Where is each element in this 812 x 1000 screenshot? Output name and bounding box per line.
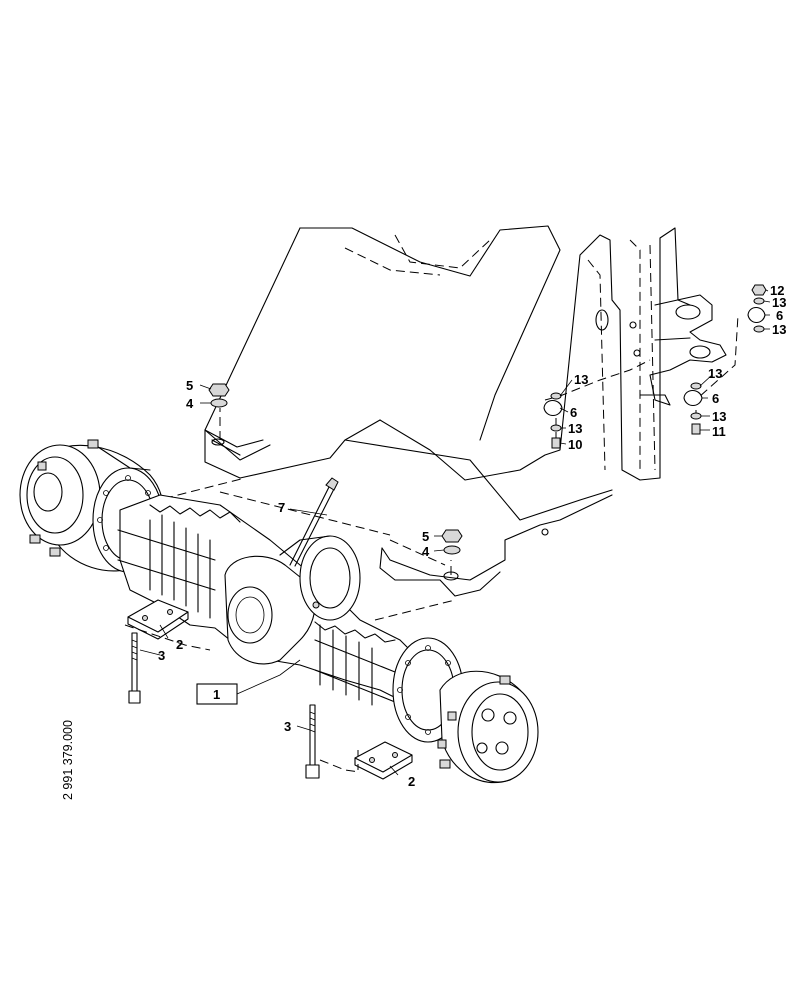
- callout-6-right-upper: 6: [776, 308, 783, 323]
- assembly-guide-lines: [124, 314, 739, 773]
- callout-1-box: [196, 683, 238, 705]
- callout-3-right: 3: [284, 719, 291, 734]
- callout-12: 12: [770, 283, 784, 298]
- part-3-bolt-left: [128, 632, 141, 704]
- callout-labels: 1 2 2 3 3 5 4 5 4 7 13 6 13 10 13 6 13 1…: [158, 283, 786, 789]
- hardware-group-right-lower: [683, 382, 703, 435]
- callout-leaders: [139, 289, 771, 776]
- callout-2-right: 2: [408, 774, 415, 789]
- axle-assembly: [19, 439, 539, 784]
- callout-13-middle-top: 13: [574, 372, 588, 387]
- part-2-clamp-plate-right: [354, 741, 413, 780]
- part-4-washer-lower: [443, 545, 461, 555]
- part-5-nut-lower: [441, 529, 463, 543]
- drawing-number: 2 991 379.000: [61, 720, 75, 800]
- callout-13-right-lower-top: 13: [708, 366, 722, 381]
- callout-7: 7: [278, 500, 285, 515]
- callout-1: 1: [213, 687, 220, 702]
- callout-6-middle: 6: [570, 405, 577, 420]
- hardware-group-middle: [543, 392, 563, 449]
- part-2-clamp-plate-left: [127, 599, 189, 640]
- right-wheel-hub: [392, 637, 539, 784]
- hardware-group-right-upper: [747, 284, 767, 333]
- callout-4-upper: 4: [186, 396, 194, 411]
- callout-13-right-upper-top: 13: [772, 295, 786, 310]
- callout-13-right-upper-bottom: 13: [772, 322, 786, 337]
- part-3-bolt-right: [305, 704, 320, 779]
- callout-2-left: 2: [176, 637, 183, 652]
- callout-3-left: 3: [158, 648, 165, 663]
- callout-10: 10: [568, 437, 582, 452]
- callout-5-upper: 5: [186, 378, 193, 393]
- callout-13-right-lower-bottom: 13: [712, 409, 726, 424]
- chassis-frame: [204, 225, 727, 597]
- part-7-breather-hose: [289, 477, 339, 567]
- callout-11: 11: [712, 424, 726, 439]
- axle-housing: [117, 494, 421, 706]
- part-5-nut-upper-left: [208, 383, 230, 397]
- callout-13-middle-bottom: 13: [568, 421, 582, 436]
- callout-5-lower: 5: [422, 529, 429, 544]
- callout-6-right-lower: 6: [712, 391, 719, 406]
- callout-4-lower: 4: [422, 544, 430, 559]
- part-4-washer-upper-left: [210, 398, 228, 408]
